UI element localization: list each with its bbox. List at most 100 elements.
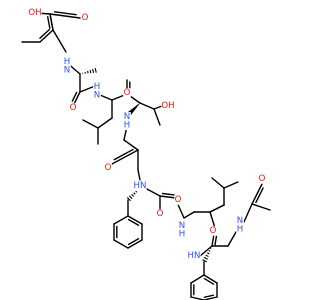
svg-text:HN: HN <box>134 181 147 191</box>
atom-label-background <box>161 101 175 111</box>
svg-text:NH: NH <box>179 221 185 240</box>
hash-bond-stroke <box>92 68 95 73</box>
atom-label-background <box>123 112 131 130</box>
atom-label-background <box>133 181 147 191</box>
atom-label-val-o: O <box>123 88 131 98</box>
aromatic-bond <box>190 274 205 284</box>
single-bond <box>243 203 253 223</box>
svg-text:HN: HN <box>64 57 70 76</box>
hash-bond-stroke <box>202 259 208 263</box>
atom-label-background <box>156 209 164 219</box>
single-bond <box>99 94 113 101</box>
acetyl-carbonyl-bond-inner <box>255 187 264 204</box>
atom-label-phe2-nh: HN <box>187 251 201 261</box>
svg-text:NH: NH <box>124 112 130 131</box>
aromatic-bond <box>203 274 218 284</box>
hash-bond-stroke <box>131 193 135 197</box>
atom-label-phe2-o: O <box>209 226 217 236</box>
svg-text:O: O <box>175 195 182 205</box>
svg-text:O: O <box>105 163 112 173</box>
svg-text:O: O <box>124 88 131 98</box>
aromatic-bond <box>127 239 143 249</box>
hash-bond-stroke <box>94 67 97 73</box>
atom-label-background <box>209 226 217 236</box>
atom-label-background <box>187 251 201 261</box>
hash-bond-stroke <box>206 252 210 255</box>
atom-label-acetyl-o: O <box>258 174 266 184</box>
atom-label-background <box>63 57 71 75</box>
single-bond <box>211 177 225 189</box>
carboxyl-carbonyl-bond-inner <box>53 11 77 16</box>
atom-label-phe-nh: HN <box>133 181 147 191</box>
phe-carbonyl-bond-inner <box>161 192 175 196</box>
svg-text:OH: OH <box>28 8 41 18</box>
single-bond <box>82 119 99 129</box>
single-bond <box>209 211 216 229</box>
single-bond <box>144 187 161 197</box>
atom-label-background <box>258 174 266 184</box>
hash-bond-stroke <box>128 195 133 200</box>
aromatic-bond <box>113 239 129 249</box>
atom-label-background <box>28 8 42 18</box>
single-bond <box>139 102 155 110</box>
single-bond <box>49 13 54 31</box>
svg-text:O: O <box>259 174 266 184</box>
hash-bond-stroke <box>208 250 211 252</box>
svg-text:NH: NH <box>237 216 243 235</box>
svg-text:OH: OH <box>161 101 174 111</box>
hash-bond-stroke <box>203 256 208 260</box>
aromatic-bond <box>113 215 129 225</box>
hash-bond-stroke <box>133 192 136 195</box>
single-bond <box>227 231 237 247</box>
svg-text:HN: HN <box>94 82 100 101</box>
atom-label-background <box>123 88 131 98</box>
atom-label-carboxyl-o: O <box>81 13 89 23</box>
alkene-bond-inner <box>39 28 50 39</box>
hash-bond-stroke <box>89 69 92 74</box>
acetyl-carbonyl-bond <box>251 183 263 205</box>
single-bond <box>223 181 239 189</box>
atom-label-ala-o: O <box>69 103 77 113</box>
single-bond <box>209 204 225 213</box>
single-bond <box>153 108 161 126</box>
single-bond <box>153 105 163 110</box>
bond-layer <box>21 11 271 300</box>
atom-label-background <box>69 103 77 113</box>
svg-text:O: O <box>70 103 77 113</box>
phe-carbonyl-bond <box>159 195 177 199</box>
ala-carbonyl-bond <box>73 91 81 105</box>
svg-text:O: O <box>82 13 89 23</box>
stereo-bond-layer <box>81 67 212 263</box>
svg-text:O: O <box>210 226 217 236</box>
carbonyl-bond-inner <box>46 16 51 29</box>
thr-carbonyl-bond-inner <box>113 148 134 161</box>
atom-label-phe-o: O <box>156 209 164 219</box>
single-bond <box>183 211 195 219</box>
atom-label-carboxyl-oh: OH <box>28 8 41 18</box>
thr-carbonyl-bond <box>111 149 139 165</box>
phe2-carbonyl-bond-inner <box>214 235 218 246</box>
alkene-bond <box>39 29 54 43</box>
atom-label-background <box>81 13 89 23</box>
atom-label-leu-o: O <box>174 195 182 205</box>
single-bond <box>79 85 96 93</box>
aromatic-bond-inner <box>203 277 215 285</box>
atom-label-background <box>93 82 101 100</box>
atom-label-background <box>236 216 244 234</box>
carboxyl-carbonyl-bond <box>49 13 81 19</box>
single-bond <box>97 117 113 129</box>
single-bond <box>52 29 67 53</box>
single-bond <box>199 245 213 257</box>
hash-bond-stroke <box>126 196 132 202</box>
aromatic-bond <box>127 215 143 225</box>
atom-label-background <box>178 221 186 239</box>
single-bond <box>123 139 139 151</box>
svg-text:HN: HN <box>188 251 201 261</box>
single-bond <box>137 169 141 181</box>
